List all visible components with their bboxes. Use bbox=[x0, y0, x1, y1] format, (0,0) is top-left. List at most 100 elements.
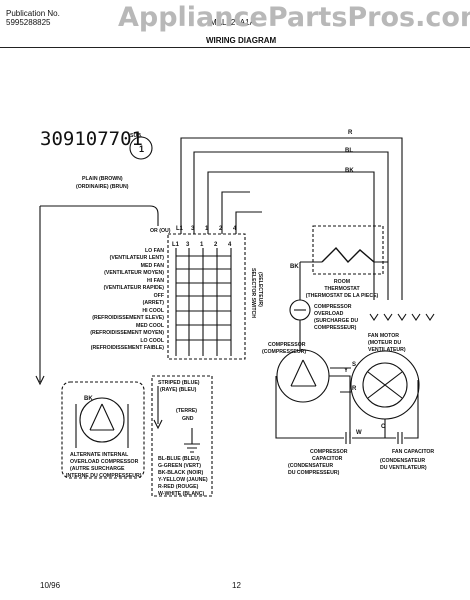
fan-terminal-r: R bbox=[352, 386, 357, 392]
model-number: MAL127A1A bbox=[210, 18, 255, 27]
wire-label-bk-thermo: BK bbox=[290, 264, 299, 270]
fan-cap-3: DU VENTILATEUR) bbox=[380, 465, 427, 471]
thermostat-2: THERMOSTAT bbox=[324, 286, 360, 292]
footer-date: 10/96 bbox=[40, 581, 61, 590]
overload-1: COMPRESSOR bbox=[314, 304, 352, 310]
position-9: (REFROIDISSEMENT ELEVE) bbox=[92, 315, 164, 321]
plain-arrow bbox=[35, 375, 45, 386]
position-12: LO COOL bbox=[140, 338, 164, 344]
fan-cap-2: (CONDENSATEUR bbox=[380, 458, 425, 464]
position-2: MED FAN bbox=[141, 263, 165, 269]
plain-wire bbox=[39, 205, 46, 382]
selector-switch-2: (SELECTEUR) bbox=[257, 272, 263, 307]
sub-circle bbox=[129, 136, 153, 160]
diagram-title: WIRING DIAGRAM bbox=[206, 36, 277, 45]
ground-1: (TERRE) bbox=[176, 408, 197, 414]
thermostat-1: ROOM bbox=[334, 279, 350, 285]
position-6: OFF bbox=[154, 293, 164, 299]
wire-bl bbox=[193, 151, 389, 300]
position-13: (REFROIDISSEMENT FAIBLE) bbox=[91, 345, 164, 351]
thermostat-3: (THERMOSTAT DE LA PIECE) bbox=[306, 293, 379, 299]
sub-label: SUB. bbox=[130, 133, 143, 139]
header-rule bbox=[0, 47, 470, 48]
fan-motor-1: FAN MOTOR bbox=[368, 333, 399, 339]
switch-bot-2: 2 bbox=[214, 242, 218, 248]
overload-3: (SURCHARGE DU bbox=[314, 318, 358, 324]
wire-4 bbox=[221, 191, 250, 234]
switch-label-l1: L1 bbox=[176, 226, 184, 232]
switch-bot-1: 1 bbox=[200, 242, 204, 248]
legend-4: R-RED (ROUGE) bbox=[158, 484, 199, 490]
fan-terminal-s: S bbox=[352, 362, 356, 368]
legend-1: G-GREEN (VERT) bbox=[158, 463, 201, 469]
compressor bbox=[276, 349, 330, 403]
switch-bot-3: 3 bbox=[186, 242, 190, 248]
wire-label-w: W bbox=[356, 430, 362, 436]
striped-2: (RAYE) (BLEU) bbox=[160, 387, 197, 393]
wire-r bbox=[180, 137, 403, 300]
publication-number: 5995288825 bbox=[6, 18, 51, 27]
comp-cap-3: (CONDENSATEUR bbox=[288, 463, 333, 469]
comp-cap-4: DU COMPRESSEUR) bbox=[288, 470, 340, 476]
alt-compressor bbox=[79, 397, 125, 443]
footer-page: 12 bbox=[232, 581, 241, 590]
overload-4: COMPRESSEUR) bbox=[314, 325, 357, 331]
selector-switch-1: SELECTOR SWITCH bbox=[250, 268, 256, 318]
alt-overload-4: INTERNE DU COMPRESSEUR) bbox=[66, 473, 142, 479]
position-4: HI FAN bbox=[147, 278, 164, 284]
position-1: (VENTILATEUR LENT) bbox=[110, 255, 165, 261]
wire-label-bk: BK bbox=[345, 168, 354, 174]
fan-capacitor bbox=[385, 380, 419, 444]
ground-2: GND bbox=[182, 416, 194, 422]
alt-overload-3: (AUTRE SURCHARGE bbox=[70, 466, 125, 472]
plain-wire-2: (ORDINAIRE) (BRUN) bbox=[76, 184, 129, 190]
position-0: LO FAN bbox=[145, 248, 164, 254]
selector-switch-box bbox=[167, 233, 246, 360]
alt-overload-1: ALTERNATE INTERNAL bbox=[70, 452, 129, 458]
position-10: MED COOL bbox=[136, 323, 165, 329]
wire-bk bbox=[207, 171, 375, 300]
compressor-capacitor bbox=[338, 432, 378, 444]
compressor-2: (COMPRESSEUR) bbox=[262, 349, 306, 355]
striped-1: STRIPED (BLUE) bbox=[158, 380, 200, 386]
or-label: OR (OU) bbox=[150, 228, 171, 234]
position-7: (ARRET) bbox=[143, 300, 165, 306]
plain-wire-1: PLAIN (BROWN) bbox=[82, 176, 123, 182]
switch-label-1: 1 bbox=[205, 226, 209, 232]
position-5: (VENTILATEUR RAPIDE) bbox=[104, 285, 165, 291]
switch-label-2: 2 bbox=[219, 226, 223, 232]
ground-symbol bbox=[184, 428, 200, 453]
position-8: HI COOL bbox=[142, 308, 164, 314]
alt-bk-label: BK bbox=[84, 396, 93, 402]
switch-bot-4: 4 bbox=[228, 242, 232, 248]
fan-terminal-c: C bbox=[381, 424, 386, 430]
wire-label-r: R bbox=[348, 130, 353, 136]
part-number: 309107701 bbox=[40, 128, 143, 150]
switch-label-3: 3 bbox=[191, 226, 195, 232]
fan-motor-2: (MOTEUR DU bbox=[368, 340, 401, 346]
overload-2: OVERLOAD bbox=[314, 311, 344, 317]
fan-motor-3: VENTILATEUR) bbox=[368, 347, 406, 353]
sub-value: 1 bbox=[139, 144, 144, 154]
ground-box bbox=[151, 375, 213, 497]
publication-label: Publication No. bbox=[6, 9, 60, 18]
legend-3: Y-YELLOW (JAUNE) bbox=[158, 477, 208, 483]
switch-label-4: 4 bbox=[233, 226, 237, 232]
switch-bot-l1: L1 bbox=[172, 242, 180, 248]
watermark: AppliancePartsPros.com bbox=[118, 2, 470, 33]
comp-cap-1: COMPRESSOR bbox=[310, 449, 348, 455]
alt-overload-2: OVERLOAD COMPRESSOR bbox=[70, 459, 139, 465]
legend-5: W-WHITE (BLANC) bbox=[158, 491, 205, 497]
fan-cap-1: FAN CAPACITOR bbox=[392, 449, 434, 455]
alt-overload-box bbox=[61, 381, 145, 479]
wire-2 bbox=[235, 211, 262, 234]
wire-label-bl: BL bbox=[345, 148, 353, 154]
wire-label-y: Y bbox=[344, 368, 348, 374]
comp-cap-2: CAPACITOR bbox=[312, 456, 343, 462]
position-11: (REFROIDISSEMENT MOYEN) bbox=[90, 330, 164, 336]
position-3: (VENTILATEUR MOYEN) bbox=[104, 270, 164, 276]
legend-2: BK-BLACK (NOIR) bbox=[158, 470, 204, 476]
compressor-1: COMPRESSOR bbox=[268, 342, 306, 348]
legend-0: BL-BLUE (BLEU) bbox=[158, 456, 200, 462]
